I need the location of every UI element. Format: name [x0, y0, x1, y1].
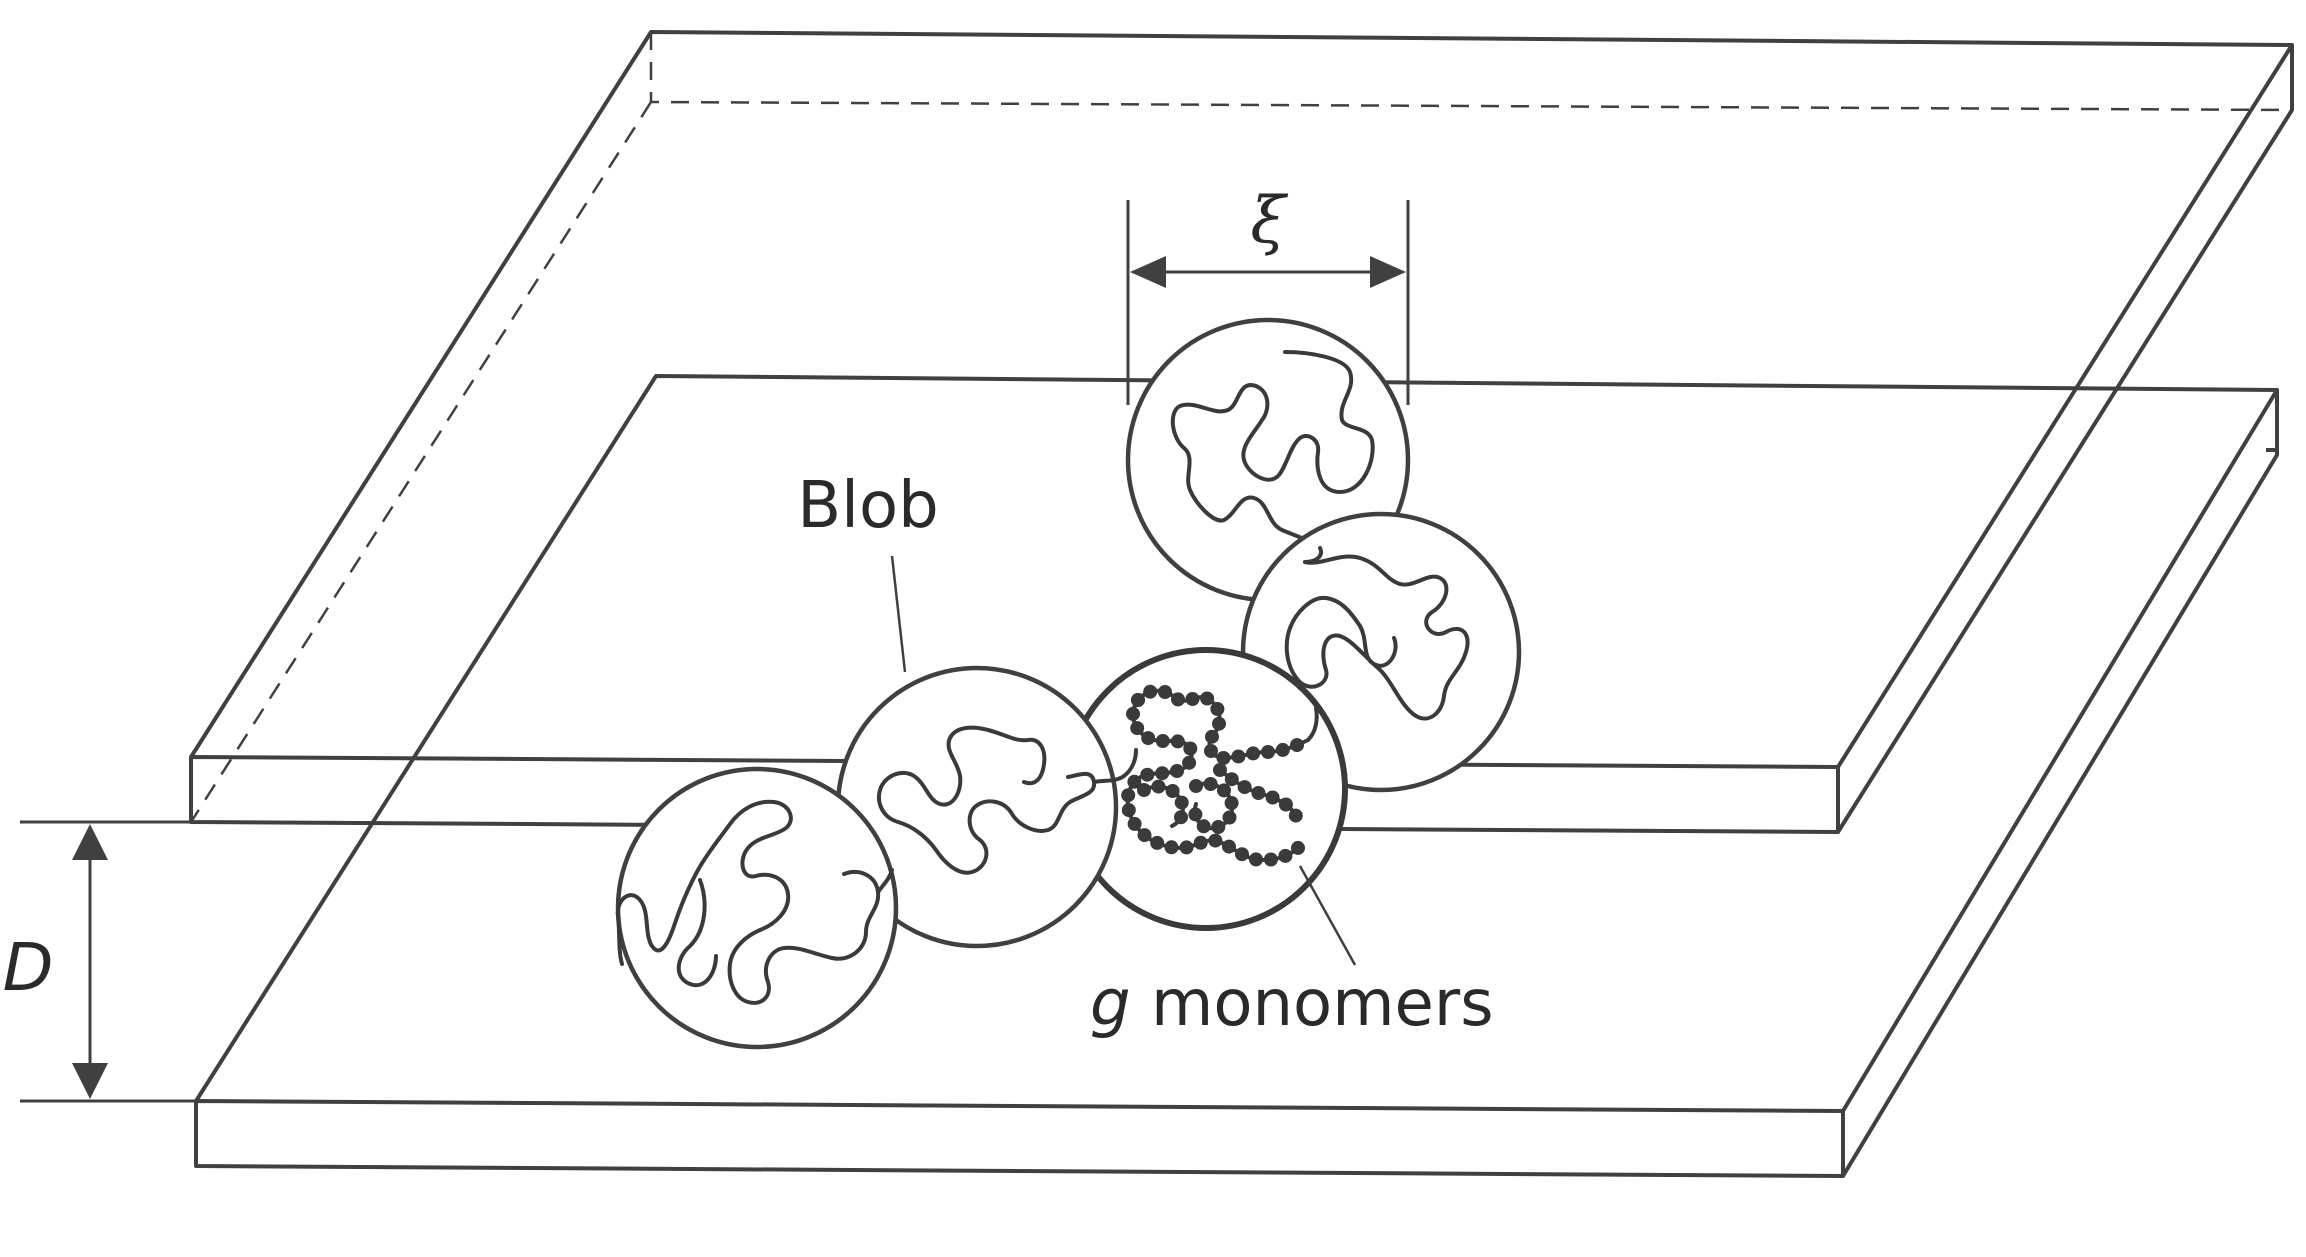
monomer-bead [1137, 828, 1152, 843]
monomer-bead [1288, 808, 1303, 823]
monomer-bead [1174, 795, 1189, 810]
monomer-bead [1212, 716, 1226, 731]
monomer-bead [1137, 783, 1151, 797]
monomer-bead [1222, 810, 1237, 825]
monomer-bead [1127, 774, 1142, 789]
blob-label: Blob [797, 469, 938, 543]
monomer-bead [1249, 852, 1263, 867]
monomer-bead [1185, 692, 1200, 706]
monomer-bead [1150, 835, 1165, 850]
monomer-bead [1170, 734, 1185, 749]
monomer-bead [1158, 685, 1172, 699]
monomer-bead [1143, 684, 1158, 699]
monomer-bead [1246, 746, 1261, 761]
monomer-bead [1140, 767, 1155, 782]
monomer-bead [1235, 847, 1249, 862]
monomer-bead [1127, 816, 1142, 831]
monomer-bead [1174, 810, 1188, 825]
monomer-bead [1170, 764, 1184, 778]
monomers-leader-line [1298, 865, 1357, 966]
monomer-bead [1126, 706, 1140, 721]
monomer-bead [1155, 734, 1170, 748]
monomer-bead [1204, 744, 1218, 758]
blob [835, 665, 1119, 949]
monomer-bead [1130, 721, 1145, 736]
monomer-bead [1164, 840, 1179, 855]
monomer-bead [1179, 840, 1194, 855]
g-monomers-label: g monomers [1090, 967, 1494, 1041]
monomer-bead [1251, 786, 1266, 800]
monomer-bead [1263, 852, 1278, 867]
xi-label: ξ [1250, 184, 1288, 258]
monomer-bead [1171, 692, 1185, 707]
monomer-bead [1278, 797, 1293, 812]
monomer-bead [1165, 784, 1180, 798]
monomer-bead [1222, 839, 1236, 854]
monomer-bead [1121, 803, 1136, 818]
monomer-bead [1121, 788, 1136, 803]
monomer-bead [1141, 731, 1156, 746]
d-label: D [3, 929, 54, 1006]
blob-leader-line [890, 555, 907, 673]
monomer-bead [1189, 779, 1203, 793]
monomers-text: monomers [1131, 967, 1494, 1041]
blob-chain [615, 317, 1522, 1050]
monomer-bead [1224, 772, 1239, 787]
monomer-bead [1200, 691, 1215, 706]
monomer-bead [1155, 766, 1170, 781]
monomer-bead [1217, 783, 1231, 798]
monomer-bead [1183, 741, 1198, 756]
monomer-bead [1193, 835, 1208, 850]
g-symbol: g [1090, 967, 1131, 1041]
monomer-bead [1210, 702, 1225, 716]
monomer-bead [1213, 763, 1227, 777]
monomer-bead [1216, 751, 1231, 765]
monomer-bead [1291, 840, 1305, 855]
monomer-bead [1203, 777, 1218, 791]
d-dimension [20, 820, 196, 1103]
monomer-bead [1265, 790, 1280, 805]
monomer-bead [1188, 807, 1203, 822]
monomer-bead [1231, 749, 1246, 764]
xi-dimension [1126, 200, 1410, 405]
monomer-bead [1275, 742, 1290, 757]
monomer-bead [1205, 729, 1219, 744]
monomer-beads [1121, 684, 1305, 867]
monomer-bead [1278, 848, 1293, 863]
monomer-bead [1208, 833, 1223, 848]
bottom-plate [194, 374, 2279, 1178]
blob [615, 766, 899, 1050]
monomer-bead [1261, 745, 1275, 759]
monomer-bead [1224, 796, 1239, 810]
monomer-bead [1196, 819, 1211, 834]
monomer-bead [1151, 779, 1166, 794]
monomer-bead [1290, 738, 1304, 753]
monomer-bead [1237, 780, 1252, 795]
monomer-bead [1131, 693, 1145, 707]
monomer-bead [1211, 820, 1226, 834]
monomer-bead [1182, 755, 1197, 770]
